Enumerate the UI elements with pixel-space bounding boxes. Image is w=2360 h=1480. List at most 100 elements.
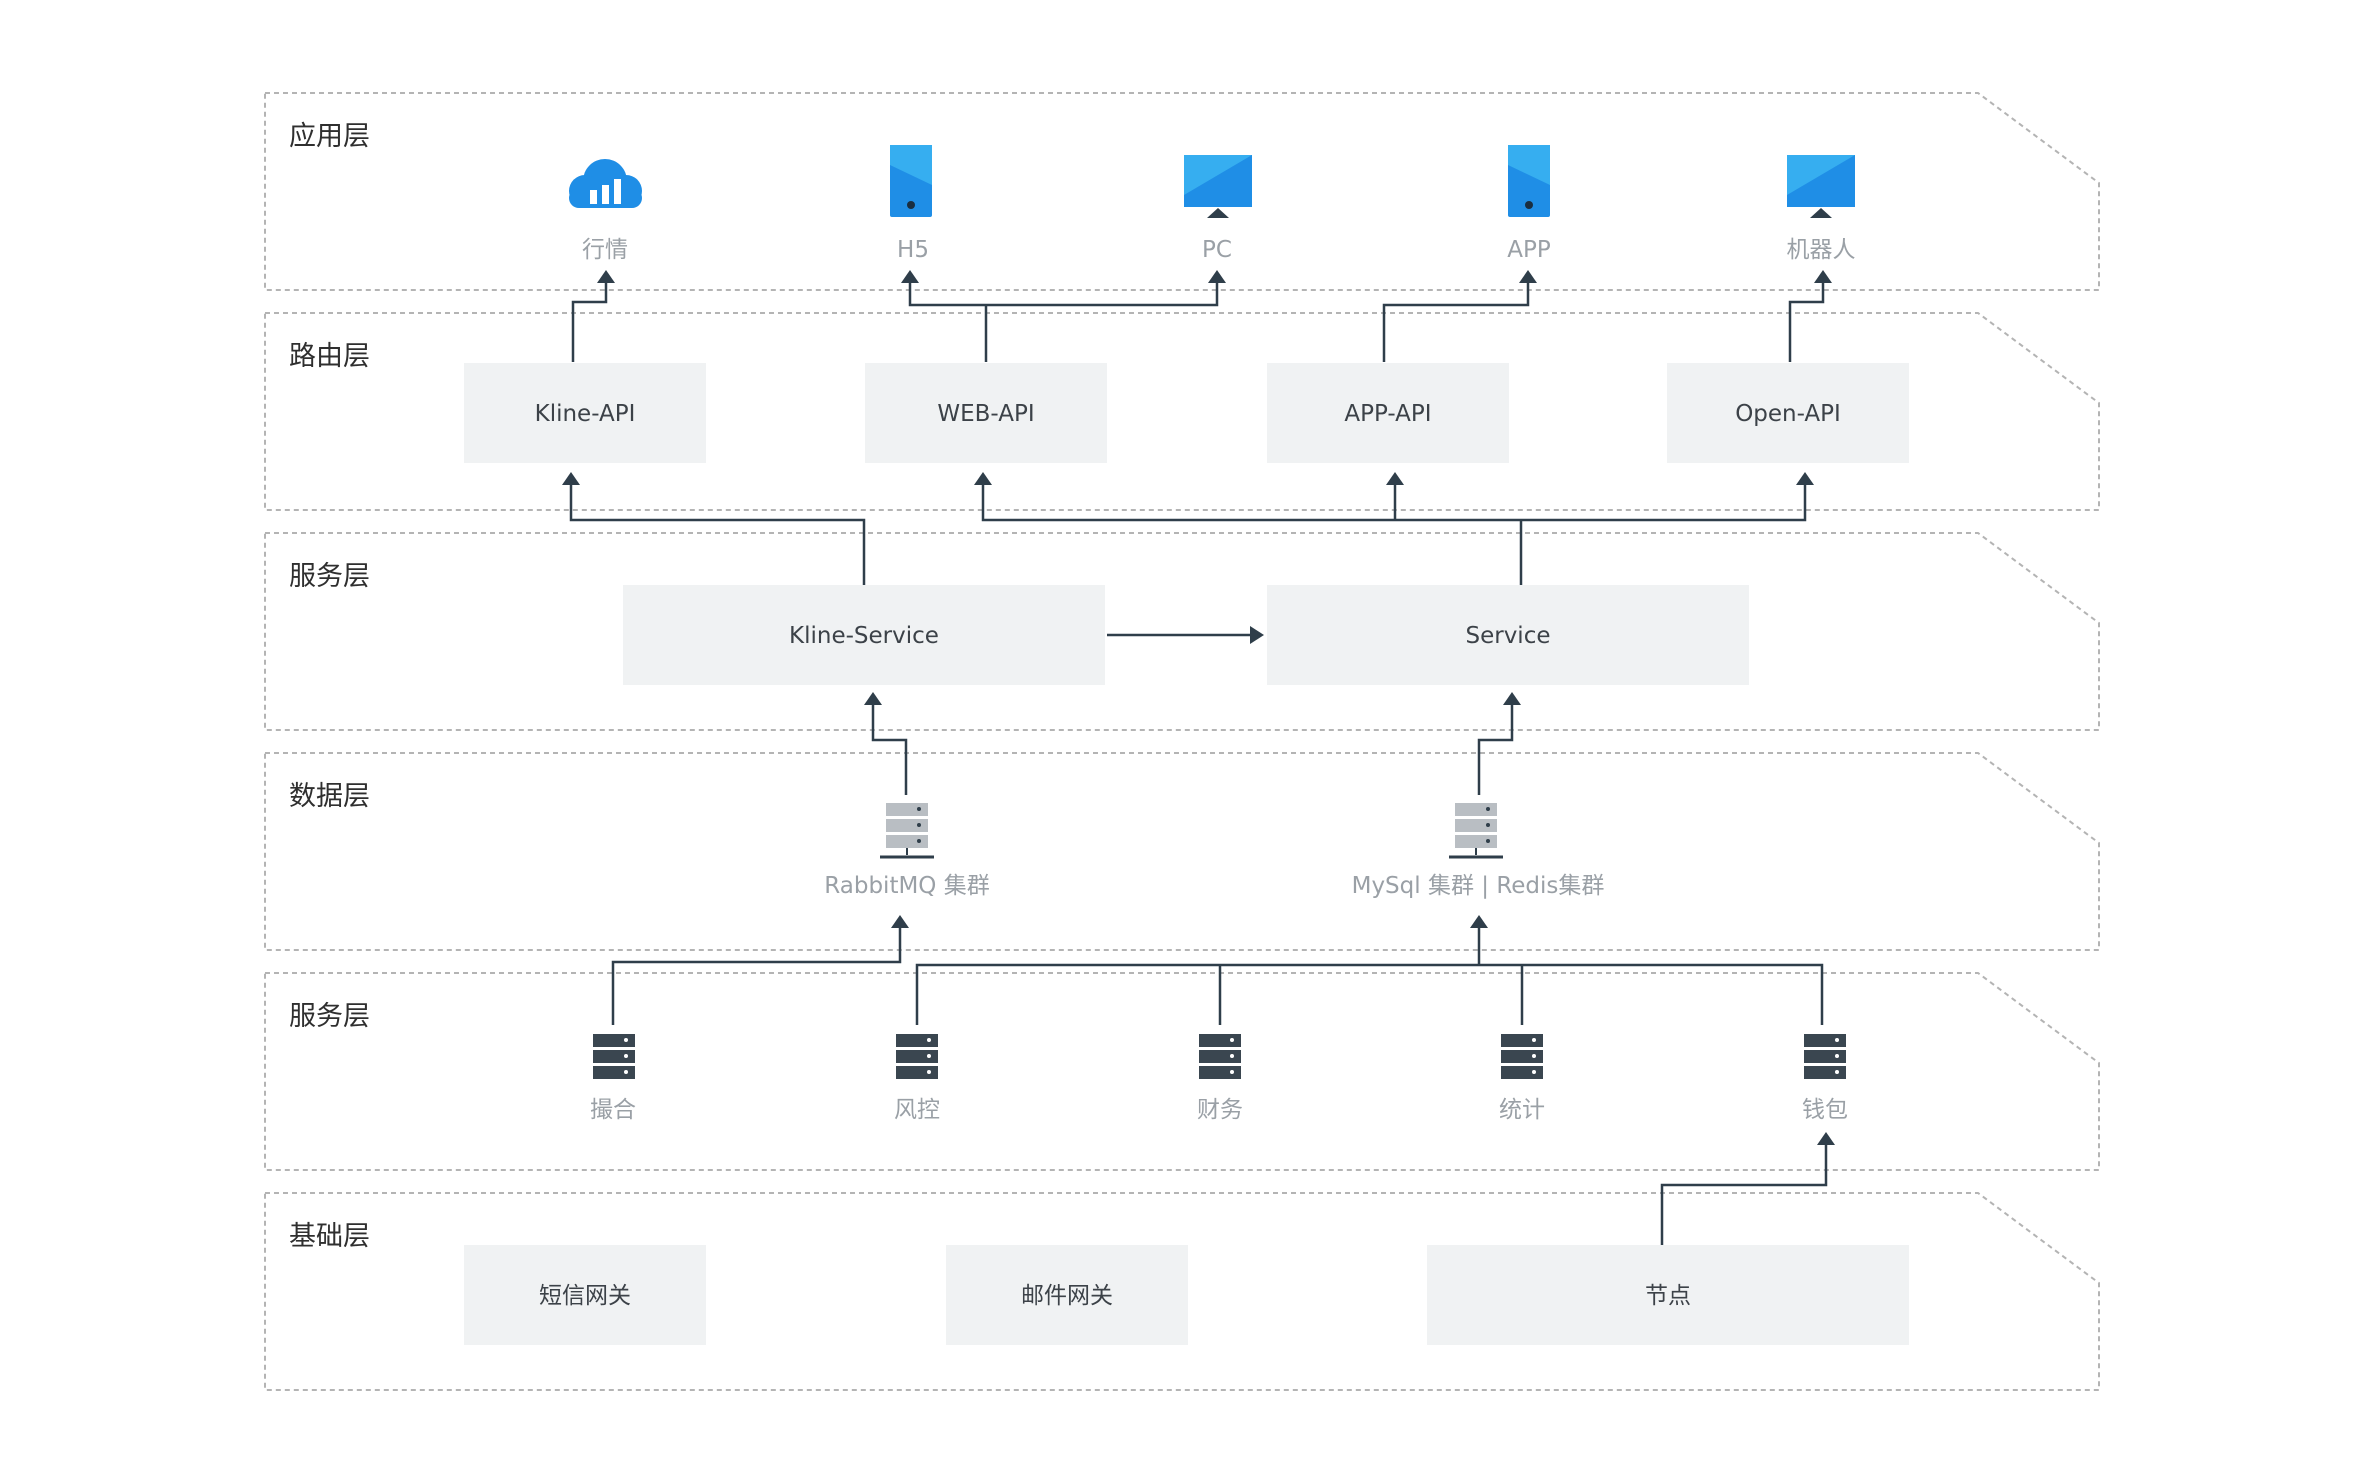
- api-box-bg: [464, 363, 706, 463]
- cloud-chart-icon: [569, 159, 642, 208]
- client-label: 行情: [582, 237, 628, 263]
- data-clusters: RabbitMQ 集群 MySql 集群 | Redis集群: [824, 803, 1604, 899]
- connector-h5-pc-bus: [908, 280, 1219, 307]
- arrowheads: [562, 270, 1835, 1145]
- api-box-web[interactable]: WEB-API: [865, 363, 1107, 463]
- connector-open-api-robot: [1788, 280, 1825, 362]
- desktop-monitor-icon: [1787, 155, 1855, 218]
- service-box-bg: [1267, 585, 1749, 685]
- layer-title: 基础层: [289, 1221, 370, 1252]
- layer-title: 服务层: [289, 1001, 370, 1032]
- server-stack-icon: [896, 1034, 938, 1079]
- connector-kline-service-kline-api: [569, 482, 866, 585]
- server-stack-icon: [593, 1034, 635, 1079]
- api-box-bg: [865, 363, 1107, 463]
- module-label: 风控: [894, 1097, 940, 1123]
- api-box-label: Kline-API: [535, 401, 636, 427]
- cluster-mysql[interactable]: MySql 集群 | Redis集群: [1352, 803, 1605, 899]
- layer-outline: [264, 92, 2100, 291]
- arrowhead-right: [1250, 626, 1264, 644]
- arrowhead-up: [1817, 1132, 1835, 1145]
- arrowhead-up: [974, 472, 992, 485]
- cluster-label: RabbitMQ 集群: [824, 873, 989, 899]
- connectors: [569, 280, 1828, 1245]
- arrowhead-up: [1503, 692, 1521, 705]
- api-box-bg: [1267, 363, 1509, 463]
- client-pc[interactable]: PC: [1184, 155, 1252, 263]
- service-box-bg: [623, 585, 1105, 685]
- layer-outline: [264, 752, 2100, 951]
- layer-data: 数据层: [264, 752, 2100, 951]
- api-box-label: APP-API: [1344, 401, 1431, 427]
- layer-route: 路由层: [264, 312, 2100, 511]
- api-box-label: WEB-API: [937, 401, 1034, 427]
- arrowhead-up: [1386, 472, 1404, 485]
- connector-match-rabbitmq: [611, 925, 902, 1025]
- client-label: 机器人: [1787, 237, 1856, 263]
- service-box-main[interactable]: Service: [1267, 585, 1749, 685]
- layer-title: 服务层: [289, 561, 370, 592]
- layer-title: 数据层: [289, 781, 370, 812]
- layer-app: 应用层: [264, 92, 2100, 291]
- gateway-box-bg: [464, 1245, 706, 1345]
- arrowhead-up: [1519, 270, 1537, 283]
- module-stats[interactable]: 统计: [1499, 1034, 1545, 1123]
- connector-rabbitmq-kline-service: [871, 702, 908, 795]
- layer-title: 路由层: [289, 341, 370, 372]
- gateway-box-node[interactable]: 节点: [1427, 1245, 1909, 1345]
- layer-title: 应用层: [289, 121, 370, 152]
- arrowhead-up: [597, 270, 615, 283]
- business-modules: 撮合 风控 财务: [590, 1034, 1848, 1123]
- server-stack-icon: [1199, 1034, 1241, 1079]
- gateway-box-sms[interactable]: 短信网关: [464, 1245, 706, 1345]
- module-label: 钱包: [1802, 1097, 1848, 1123]
- module-risk[interactable]: 风控: [894, 1034, 940, 1123]
- layer-outline: [264, 312, 2100, 511]
- server-stack-icon: [1501, 1034, 1543, 1079]
- connector-mysql-service: [1477, 702, 1514, 795]
- gateway-box-label: 邮件网关: [1021, 1283, 1113, 1309]
- module-finance[interactable]: 财务: [1197, 1034, 1243, 1123]
- api-box-kline[interactable]: Kline-API: [464, 363, 706, 463]
- desktop-monitor-icon: [1184, 155, 1252, 218]
- mobile-phone-icon: [1508, 145, 1550, 217]
- layer-outline: [264, 532, 2100, 731]
- client-app[interactable]: APP: [1507, 145, 1551, 263]
- arrowhead-up: [562, 472, 580, 485]
- connector-node-wallet: [1660, 1142, 1828, 1245]
- client-market[interactable]: 行情: [569, 159, 642, 263]
- service-boxes: Kline-Service Service: [623, 585, 1749, 685]
- api-box-label: Open-API: [1735, 401, 1841, 427]
- layer-outline: [264, 972, 2100, 1171]
- api-box-app[interactable]: APP-API: [1267, 363, 1509, 463]
- arrowhead-up: [891, 915, 909, 928]
- app-clients: 行情 H5 PC APP: [569, 145, 1856, 263]
- arrowhead-up: [901, 270, 919, 283]
- arrowhead-up: [1470, 915, 1488, 928]
- gateway-box-email[interactable]: 邮件网关: [946, 1245, 1188, 1345]
- gateway-box-bg: [946, 1245, 1188, 1345]
- base-gateways: 短信网关 邮件网关 节点: [464, 1245, 1909, 1345]
- connector-business-bus: [915, 963, 1824, 1025]
- api-box-bg: [1667, 363, 1909, 463]
- client-h5[interactable]: H5: [890, 145, 932, 263]
- module-wallet[interactable]: 钱包: [1802, 1034, 1848, 1123]
- gateway-box-bg: [1427, 1245, 1909, 1345]
- api-box-open[interactable]: Open-API: [1667, 363, 1909, 463]
- client-label: H5: [897, 237, 929, 263]
- service-box-label: Service: [1465, 623, 1550, 649]
- route-apis: Kline-API WEB-API APP-API Open-API: [464, 363, 1909, 463]
- server-rack-icon: [1449, 803, 1503, 859]
- mobile-phone-icon: [890, 145, 932, 217]
- service-box-kline[interactable]: Kline-Service: [623, 585, 1105, 685]
- module-label: 撮合: [590, 1097, 636, 1123]
- client-robot[interactable]: 机器人: [1787, 155, 1856, 263]
- arrowhead-up: [1814, 270, 1832, 283]
- gateway-box-label: 短信网关: [539, 1283, 631, 1309]
- service-box-label: Kline-Service: [789, 623, 939, 649]
- arrowhead-up: [1208, 270, 1226, 283]
- client-label: APP: [1507, 237, 1551, 263]
- module-label: 统计: [1499, 1097, 1545, 1123]
- cluster-rabbitmq[interactable]: RabbitMQ 集群: [824, 803, 990, 899]
- module-match[interactable]: 撮合: [590, 1034, 636, 1123]
